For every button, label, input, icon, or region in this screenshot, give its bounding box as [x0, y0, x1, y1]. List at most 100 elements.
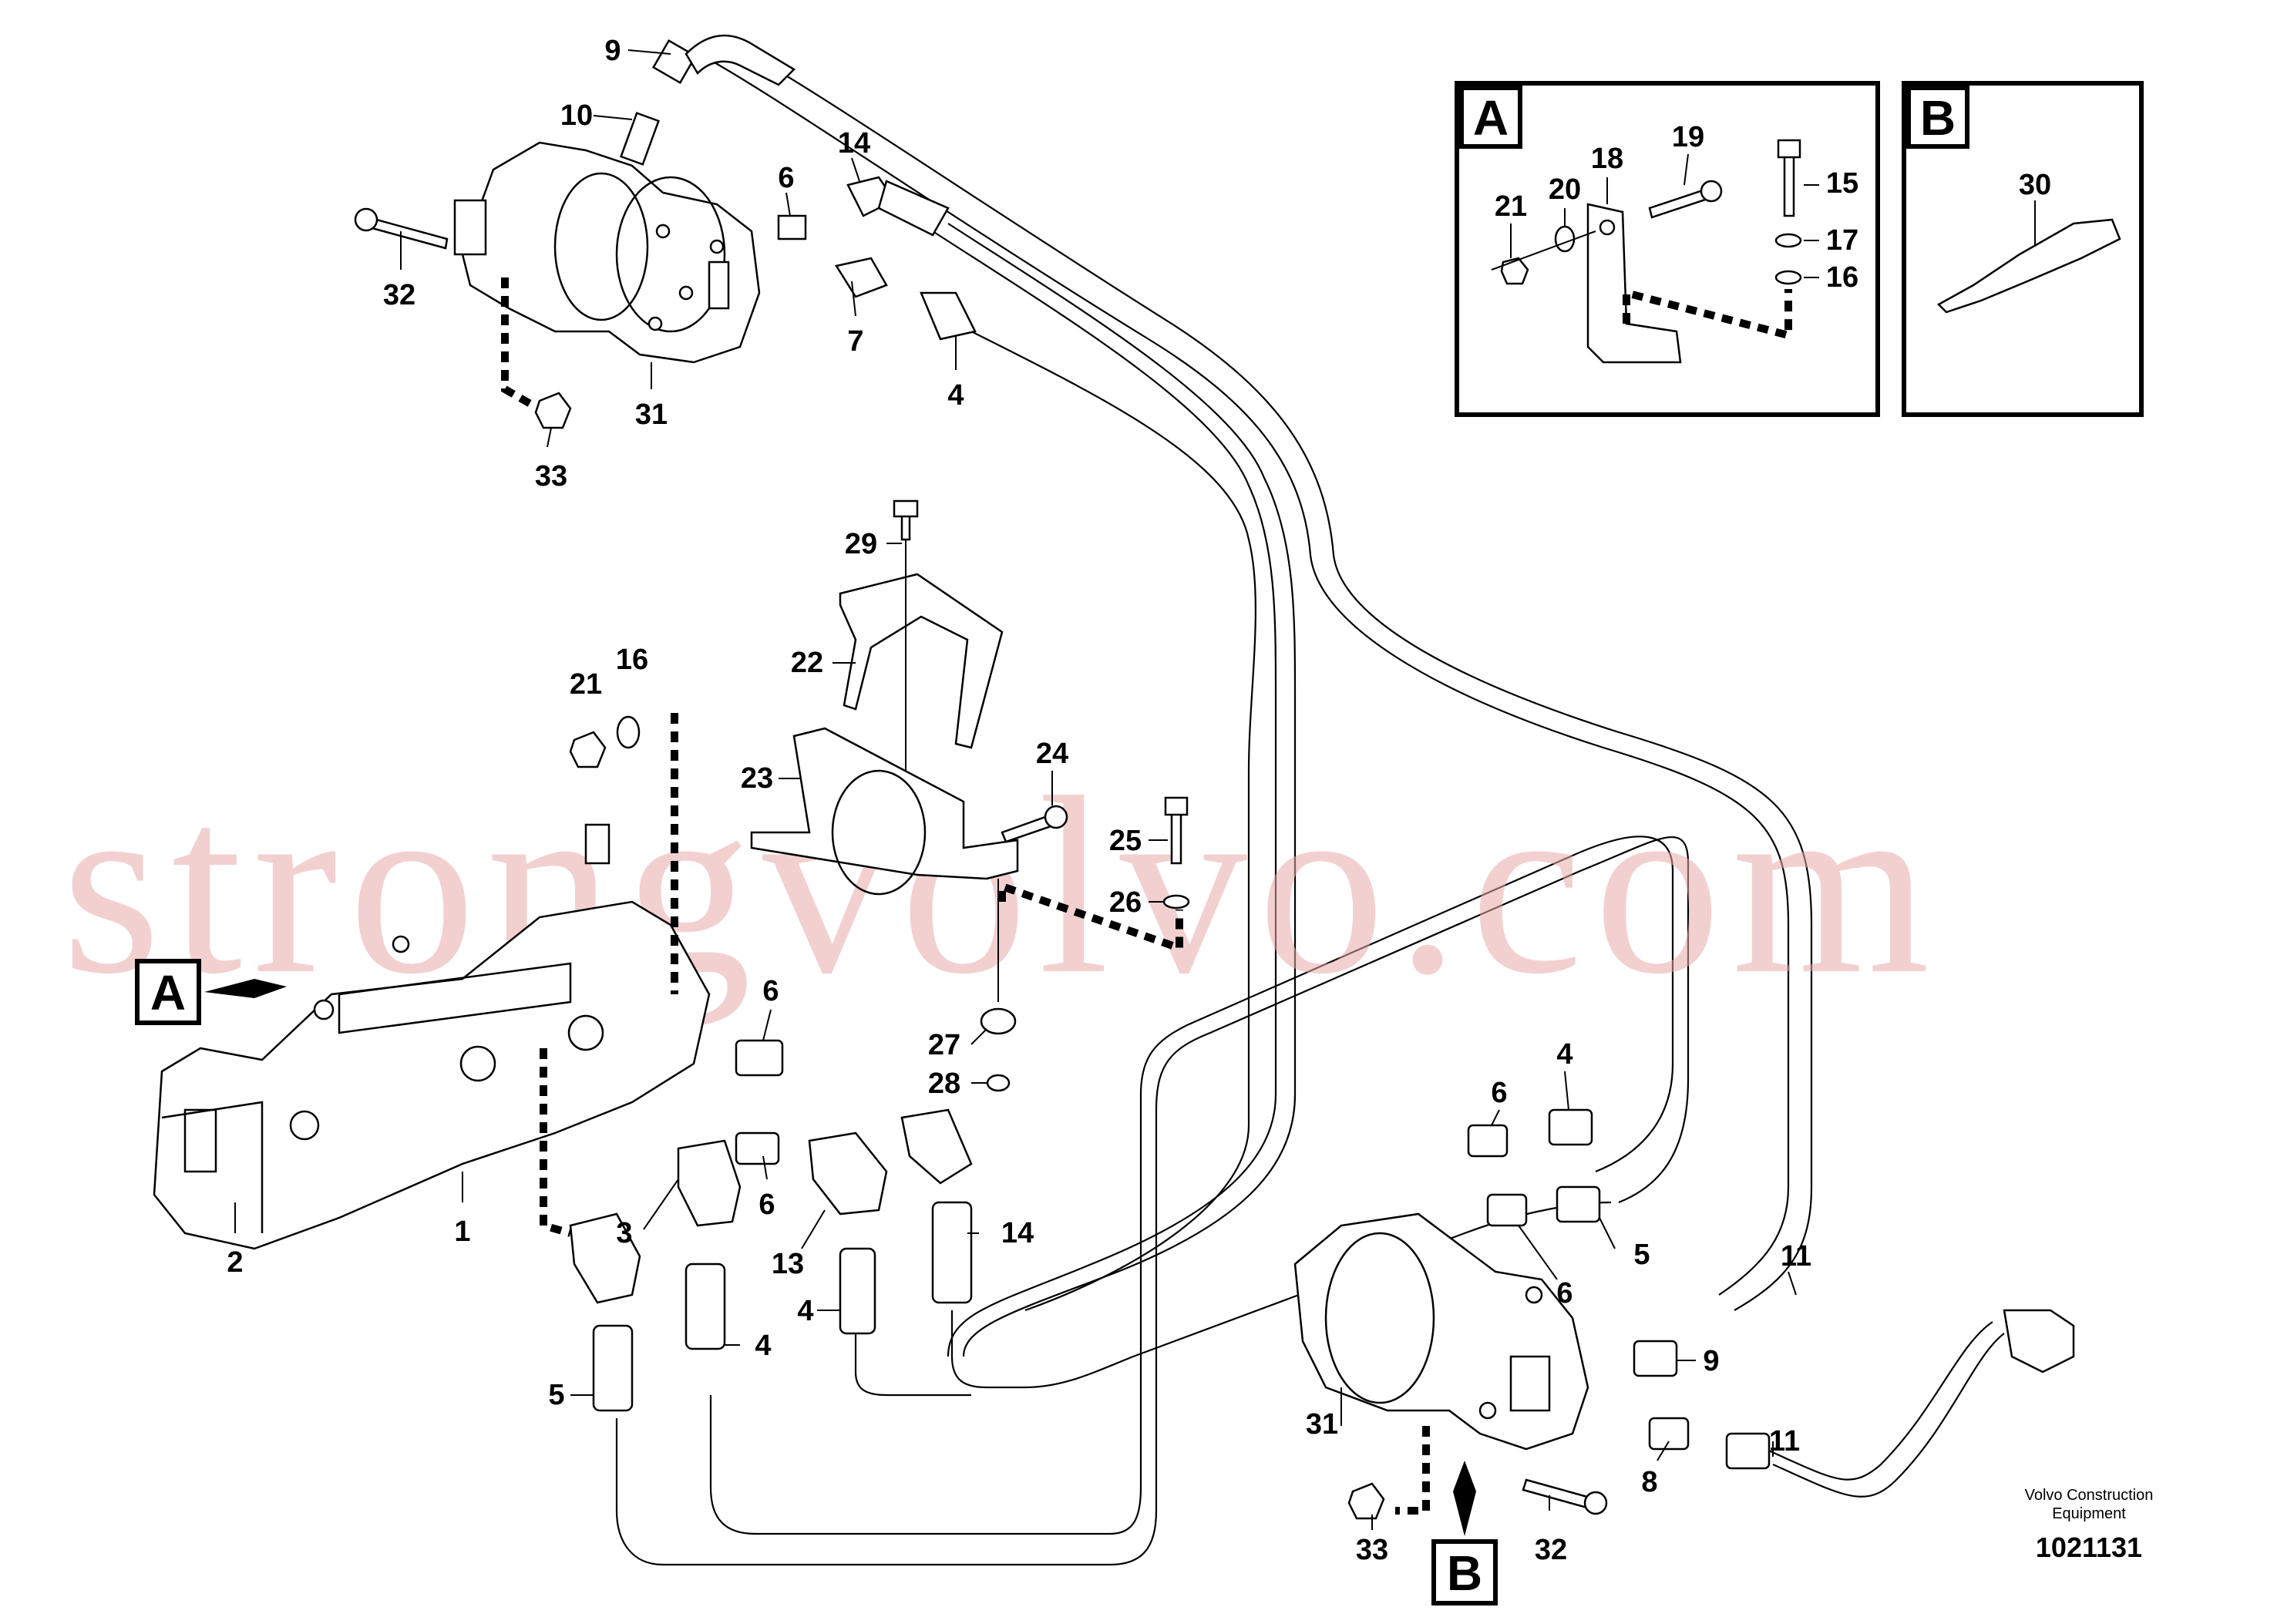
bolt-head: [1700, 180, 1723, 203]
motor-shaft: [453, 199, 487, 256]
nut-21-mid: [569, 731, 607, 768]
pump-upper-section: [338, 962, 572, 1034]
label-part-29: 29: [845, 528, 877, 560]
fitting-3a: [569, 1212, 641, 1304]
label-part-23: 23: [741, 762, 773, 795]
fitting-4-right: [1548, 1108, 1593, 1146]
motor-housing: [461, 141, 761, 364]
fitting-14-low: [900, 1108, 973, 1185]
brand-line-2: Equipment: [2052, 1505, 2126, 1522]
fitting-3b: [677, 1139, 742, 1227]
label-part-28: 28: [928, 1068, 960, 1100]
bracket-18: [1586, 203, 1682, 364]
pump-fittings: [569, 1039, 973, 1412]
label-part-4-low-b: 4: [755, 1330, 771, 1362]
label-part-8: 8: [1641, 1466, 1657, 1498]
top-hydraulic-motor: [354, 34, 977, 429]
fitting-9-right: [1633, 1340, 1678, 1377]
fitting-6-right-a: [1467, 1124, 1509, 1158]
nut-28: [986, 1074, 1011, 1092]
plug: [313, 999, 335, 1020]
label-part-6-right-a: 6: [1491, 1077, 1507, 1109]
bolt-head: [1777, 139, 1801, 159]
bolt-head: [893, 499, 919, 518]
dashed-assembly-line-inset-a: [1623, 287, 1792, 341]
label-inset-a-20: 20: [1549, 173, 1581, 206]
cover-22: [839, 573, 1004, 749]
bracket-hole: [1599, 219, 1616, 236]
label-part-22: 22: [791, 647, 823, 679]
label-inset-a-15: 15: [1826, 167, 1858, 200]
bolt: [678, 285, 694, 301]
hydraulic-hoses: [615, 42, 2005, 1566]
hose-11-right-b: [1764, 1321, 1993, 1481]
hose-4-top-outer: [970, 331, 1256, 1312]
fitting-8: [1648, 1417, 1690, 1451]
pointer-a-label: A: [150, 965, 186, 1020]
label-part-3: 3: [616, 1217, 632, 1249]
washer-16-inset: [1774, 270, 1802, 285]
pointer-a: A: [135, 959, 287, 1025]
fitting-6-top: [777, 214, 807, 240]
fitting-6-mid: [735, 1039, 784, 1077]
fitting-4-top: [920, 291, 977, 341]
pointer-a-arrow: [204, 979, 287, 998]
label-part-1: 1: [454, 1215, 470, 1248]
plug: [392, 935, 410, 953]
washer-26: [1162, 894, 1190, 910]
label-part-33-right: 33: [1356, 1534, 1388, 1566]
label-part-2: 2: [227, 1246, 243, 1279]
pointer-b-box: [1431, 1539, 1498, 1606]
pump-port: [459, 1045, 496, 1082]
pump-port: [289, 1110, 320, 1141]
brand-line-1: Volvo Construction: [2025, 1487, 2154, 1504]
label-part-4-low-a: 4: [797, 1295, 813, 1327]
inset-b-tag: B: [1920, 90, 1956, 146]
fitting-11-low: [1725, 1432, 1771, 1470]
dashed-assembly-line-pump-b: [540, 1048, 572, 1237]
port-plate: [708, 261, 730, 310]
fitting-9: [651, 39, 698, 85]
label-part-31: 31: [635, 398, 668, 431]
hose-end-5-low: [592, 1324, 634, 1412]
pointer-b-label: B: [1447, 1545, 1482, 1601]
motor-drum-right: [1324, 1232, 1435, 1404]
pointer-a-box: [135, 959, 201, 1025]
washer-17: [1774, 233, 1802, 248]
pointer-b: B: [1431, 1461, 1498, 1606]
inset-a-tag: A: [1473, 90, 1509, 146]
fitting-5-right: [1556, 1185, 1601, 1223]
label-part-7: 7: [847, 325, 863, 358]
washer-20: [1554, 225, 1576, 253]
label-inset-a-21: 21: [1495, 190, 1527, 223]
hose-11-right: [1772, 1333, 2005, 1498]
motor-body-right: [1293, 1212, 1589, 1451]
label-inset-b-30: 30: [2019, 169, 2051, 201]
bolt-head: [1164, 796, 1189, 816]
label-part-14: 14: [838, 127, 870, 160]
bracket-assembly: [750, 499, 1190, 1092]
washer-16-mid: [616, 715, 641, 749]
label-part-4: 4: [947, 379, 964, 412]
inset-b: B: [1902, 81, 2144, 417]
bracket-hole: [831, 769, 927, 896]
bolt: [655, 224, 671, 239]
label-part-10: 10: [560, 99, 593, 132]
label-part-6: 6: [778, 162, 794, 194]
label-part-25: 25: [1109, 825, 1142, 857]
label-part-31-right: 31: [1306, 1408, 1338, 1441]
inset-a: A: [1455, 81, 1880, 417]
hose-end-14-top: [877, 180, 950, 237]
hose-top-right-outer: [728, 42, 1813, 1311]
bolt-15: [1783, 153, 1795, 217]
mount-27: [980, 1007, 1017, 1035]
label-part-6-mid: 6: [762, 975, 779, 1007]
motor-end-cap: [615, 176, 726, 333]
fitting-13: [808, 1131, 888, 1215]
label-part-26: 26: [1109, 886, 1142, 919]
pump-valve-top: [584, 823, 610, 865]
fitting-10: [620, 112, 660, 166]
label-part-14-low: 14: [1001, 1217, 1034, 1249]
pump-port: [567, 1014, 604, 1051]
